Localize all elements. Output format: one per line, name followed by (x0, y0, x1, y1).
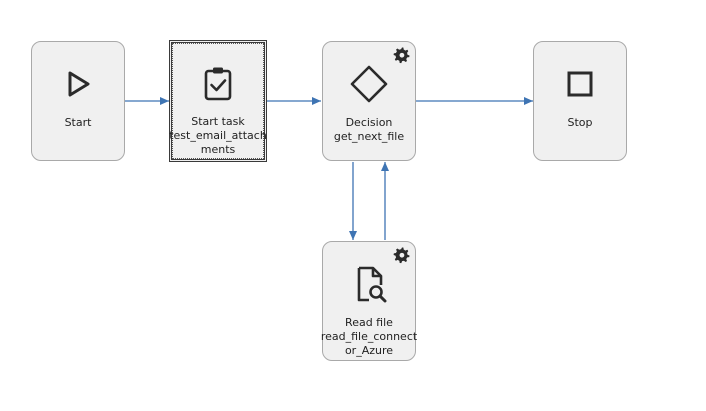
node-read-file-title: Read file (345, 316, 393, 329)
node-decision-subtitle: get_next_file (333, 130, 405, 143)
node-start-title: Start (64, 116, 92, 129)
node-decision-title: Decision (345, 116, 393, 129)
node-decision-label: Decision get_next_file (319, 116, 419, 144)
node-start[interactable]: Start (31, 41, 125, 161)
file-search-icon (357, 266, 387, 303)
play-triangle-icon (68, 71, 90, 97)
node-stop-title: Stop (567, 116, 593, 129)
diamond-icon (350, 65, 388, 103)
node-decision[interactable]: Decision get_next_file (322, 41, 416, 161)
clipboard-check-icon (204, 67, 232, 101)
node-read-file-subtitle: read_file_connector_Azure (320, 330, 418, 357)
gear-icon[interactable] (393, 46, 411, 64)
node-stop-label: Stop (530, 116, 630, 130)
node-start-label: Start (28, 116, 128, 130)
node-read-file[interactable]: Read file read_file_connector_Azure (319, 241, 419, 361)
stop-square-icon (567, 71, 593, 97)
node-start-task-subtitle: test_email_attachments (169, 129, 267, 156)
node-start-task[interactable]: Start task test_email_attachments (169, 40, 267, 162)
node-start-task-title: Start task (191, 115, 245, 128)
node-stop[interactable]: Stop (533, 41, 627, 161)
node-start-task-label: Start task test_email_attachments (168, 115, 268, 157)
gear-icon[interactable] (393, 246, 411, 264)
node-read-file-label: Read file read_file_connector_Azure (319, 316, 419, 358)
